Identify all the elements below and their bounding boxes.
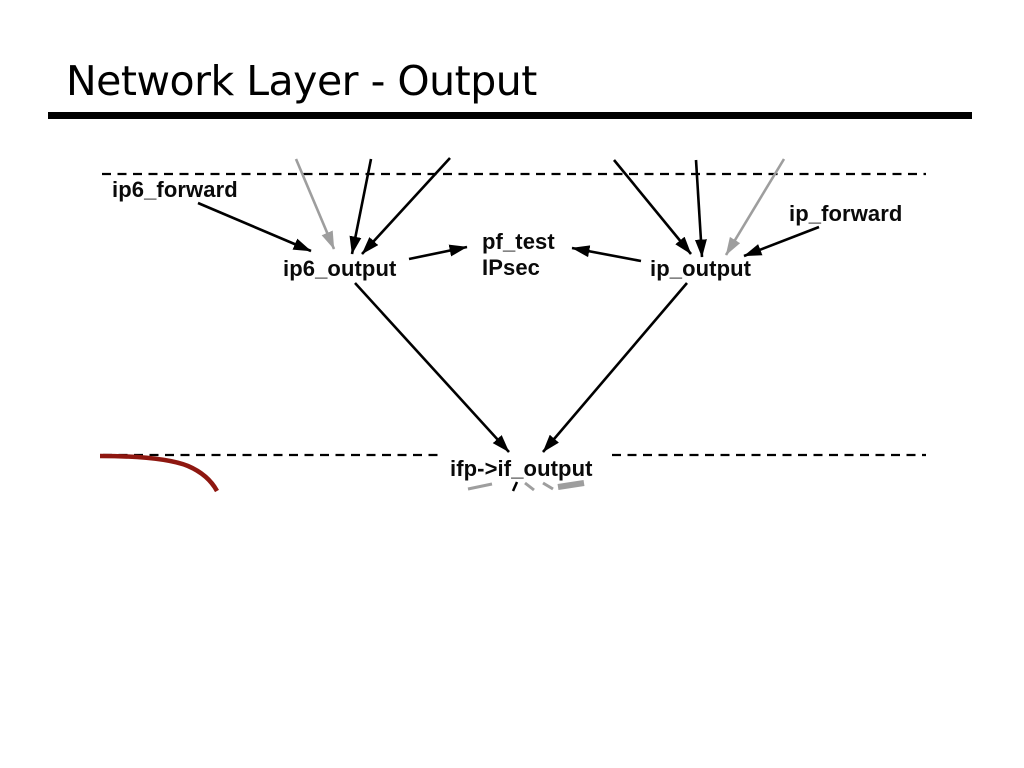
clipped-edge-fragment <box>557 480 585 490</box>
clipped-edge-fragment <box>467 482 493 491</box>
flow-arrow <box>361 157 451 255</box>
node-ifp-if-output: ifp->if_output <box>450 456 593 481</box>
flow-arrow <box>743 225 820 258</box>
node-ip-output: ip_output <box>650 256 752 281</box>
node-ip-forward: ip_forward <box>789 201 903 226</box>
flow-arrow <box>724 158 786 256</box>
node-ip6-forward: ip6_forward <box>112 177 238 202</box>
title-underline-rule <box>48 112 972 119</box>
clipped-edge-fragment <box>542 481 554 491</box>
clipped-edge-fragment <box>511 481 519 492</box>
flow-arrow <box>197 201 312 253</box>
flow-arrow <box>694 159 707 258</box>
clipped-edge-fragment <box>524 481 535 492</box>
flow-arrow <box>294 158 336 250</box>
flow-arrow <box>408 244 468 261</box>
slide-title: Network Layer - Output <box>66 57 537 105</box>
flow-arrow <box>354 282 510 453</box>
node-ip6-output: ip6_output <box>283 256 397 281</box>
flow-arrow <box>571 245 642 263</box>
node-pf-test-ipsec: pf_test IPsec <box>482 229 555 280</box>
flow-arrow <box>612 159 693 255</box>
flow-arrow <box>349 158 373 255</box>
flow-arrow <box>542 282 688 453</box>
red-pen-annotation <box>99 453 219 493</box>
